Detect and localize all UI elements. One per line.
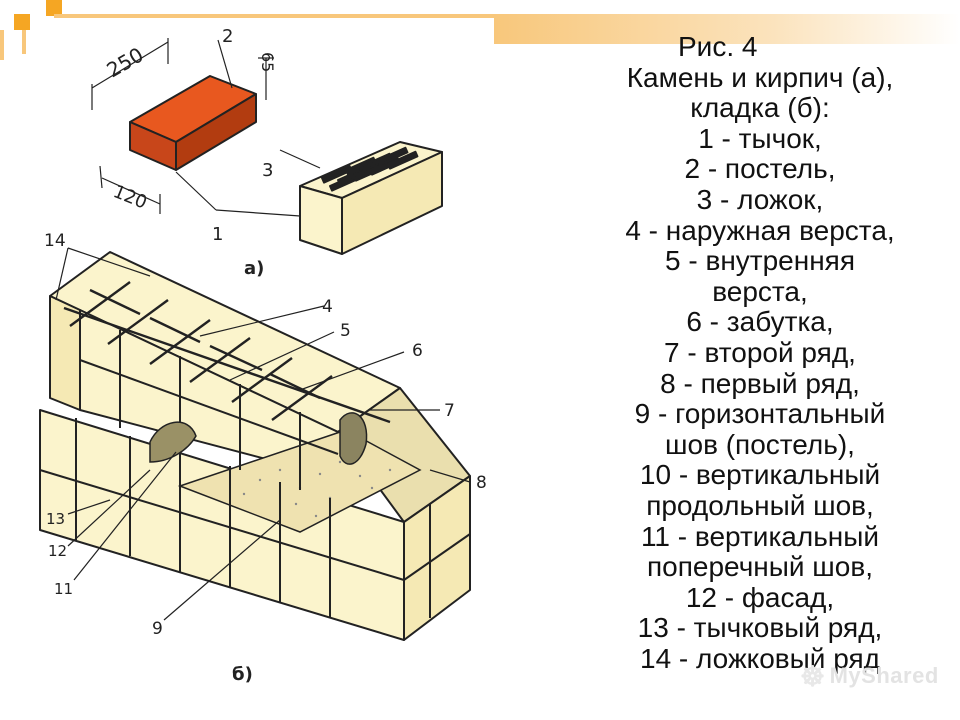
dim-width-label: 120 [110, 181, 150, 213]
label-12: 12 [48, 542, 67, 560]
caption-line: поперечный шов, [647, 551, 873, 583]
caption-line: продольный шов, [646, 489, 874, 521]
brick-dimensions [91, 38, 274, 214]
watermark: ☸MyShared [800, 660, 939, 693]
brick-side-face [175, 93, 257, 171]
caption-line: кладка (б): [690, 92, 830, 124]
stone-block-a [299, 141, 443, 255]
caption-line: 4 - наружная верста, [625, 214, 895, 246]
label-11: 11 [54, 580, 73, 598]
caption-line: шов (постель), [665, 428, 855, 460]
caption-line: 9 - горизонтальный [634, 398, 886, 430]
dim-length-label: 250 [103, 42, 148, 82]
top-joints [63, 281, 391, 424]
label-3: 3 [262, 160, 273, 181]
watermark-text: MyShared [829, 663, 939, 688]
label-4: 4 [322, 297, 333, 317]
label-14: 14 [44, 231, 66, 251]
leader-lines-a [175, 149, 321, 217]
header-strip [0, 30, 4, 60]
caption-line: 7 - второй ряд, [664, 336, 856, 368]
caption-line: 10 - вертикальный [639, 459, 881, 491]
masonry-figure: 250 65 120 2 3 1 а) [39, 26, 487, 685]
header-strip [22, 30, 26, 54]
label-9: 9 [152, 619, 163, 639]
header-square [46, 0, 62, 16]
label-6: 6 [412, 341, 423, 361]
caption-line: 13 - тычковый ряд, [637, 612, 883, 644]
stone-holes [321, 146, 419, 192]
caption-line: Камень и кирпич (а), [626, 61, 894, 93]
caption-line: 12 - фасад, [685, 581, 835, 613]
caption-line: 11 - вертикальный [640, 520, 880, 552]
caption-line: 14 - ложковый ряд [640, 642, 880, 674]
label-2: 2 [222, 26, 233, 47]
caption-line: 8 - первый ряд, [660, 367, 860, 399]
face-joints [39, 330, 471, 618]
subfigure-b-label: б) [232, 664, 253, 685]
caption-line: 1 - тычок, [698, 122, 822, 154]
caption-title: Рис. 4 [678, 31, 758, 62]
mysharec-logo-icon: ☸ [800, 661, 826, 692]
dim-height-label: 65 [258, 52, 277, 72]
label-13: 13 [46, 510, 65, 528]
label-1: 1 [212, 224, 223, 245]
subfigure-a-label: а) [244, 258, 264, 279]
cavity-right [339, 412, 368, 465]
figure-caption: Рис. 4 Камень и кирпич (а), кладка (б): … [560, 31, 960, 674]
label-7: 7 [444, 401, 455, 421]
caption-line: 2 - постель, [684, 153, 836, 185]
brick-a [129, 75, 257, 171]
label-5: 5 [340, 321, 351, 341]
masonry-wall-b [39, 251, 471, 641]
caption-line: 3 - ложок, [696, 183, 824, 215]
cavity-left [149, 421, 197, 463]
caption-line: 6 - забутка, [686, 306, 834, 338]
leader-lines-b [55, 247, 471, 621]
caption-line: 5 - внутренняя [664, 245, 855, 277]
caption-line: верста, [712, 275, 808, 307]
header-strip [54, 14, 494, 18]
slide-header-bar [0, 0, 960, 60]
header-gradient [494, 14, 960, 44]
header-square [14, 14, 30, 30]
label-8: 8 [476, 473, 487, 493]
